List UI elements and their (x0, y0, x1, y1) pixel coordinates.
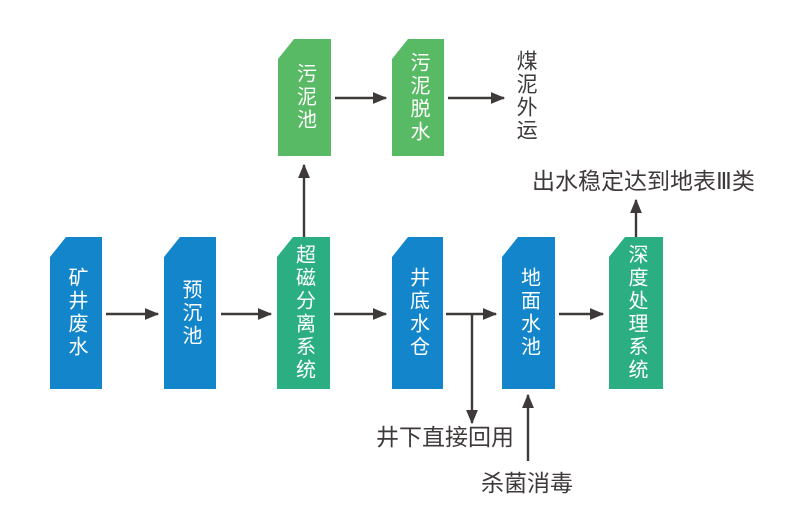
node-label: 污泥脱水 (407, 51, 429, 144)
node-advanced-treatment-system: 深度处理系统 (609, 237, 663, 389)
node-surface-pool: 地面水池 (502, 237, 555, 389)
node-label: 预沉池 (179, 278, 201, 348)
node-pre-sedimentation-tank: 预沉池 (164, 237, 216, 389)
node-label: 井底水仓 (406, 267, 429, 359)
label-effluent-class-iii-standard: 出水稳定达到地表Ⅲ类 (532, 168, 755, 194)
node-super-magnetic-separation-system: 超磁分离系统 (277, 237, 330, 389)
node-label: 深度处理系统 (625, 244, 647, 382)
node-sludge-pool: 污泥池 (278, 39, 331, 156)
node-label: 超磁分离系统 (292, 244, 315, 382)
node-label: 地面水池 (517, 267, 540, 359)
label-underground-direct-reuse: 井下直接回用 (376, 424, 514, 450)
node-shaft-bottom-water-sump: 井底水仓 (392, 237, 443, 389)
node-label: 矿井废水 (65, 267, 87, 359)
node-label: 污泥池 (293, 63, 316, 132)
label-coal-slime-transport-out: 煤泥外运 (514, 50, 538, 142)
node-sludge-dewatering: 污泥脱水 (392, 39, 444, 156)
label-sterilization-disinfection: 杀菌消毒 (481, 470, 573, 496)
node-mine-wastewater: 矿井废水 (50, 237, 102, 389)
